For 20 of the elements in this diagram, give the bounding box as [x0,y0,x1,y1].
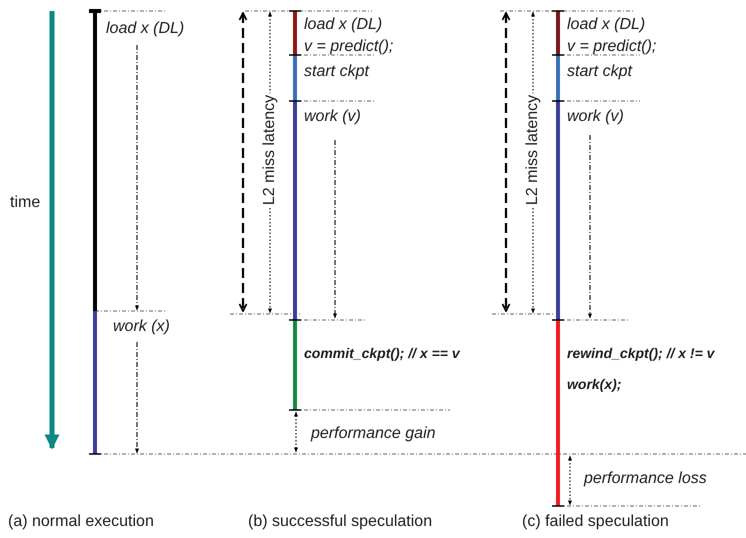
dimension-label: performance loss [584,470,707,488]
code-label: work(x); [567,375,622,393]
code-label: commit_ckpt(); // x == v [304,344,460,362]
dimension-label: L2 miss latency [524,92,542,208]
step-label: load x (DL) [304,16,382,34]
subfigure-caption: (c) failed speculation [522,513,669,531]
subfigure-caption: (b) successful speculation [248,513,432,531]
step-label: v = predict(); [567,38,656,56]
step-label: start ckpt [304,63,369,81]
step-label: start ckpt [567,63,632,81]
code-label: rewind_ckpt(); // x != v [567,344,714,362]
step-label: v = predict(); [304,38,394,56]
step-label: load x (DL) [567,16,646,34]
subfigure-caption: (a) normal execution [8,513,154,531]
step-label: load x (DL) [106,20,184,38]
dimension-label: L2 miss latency [261,92,280,208]
step-label: work (v) [304,108,361,126]
step-label: work (v) [567,108,624,126]
dimension-label: performance gain [311,425,436,443]
step-label: work (x) [113,318,170,336]
